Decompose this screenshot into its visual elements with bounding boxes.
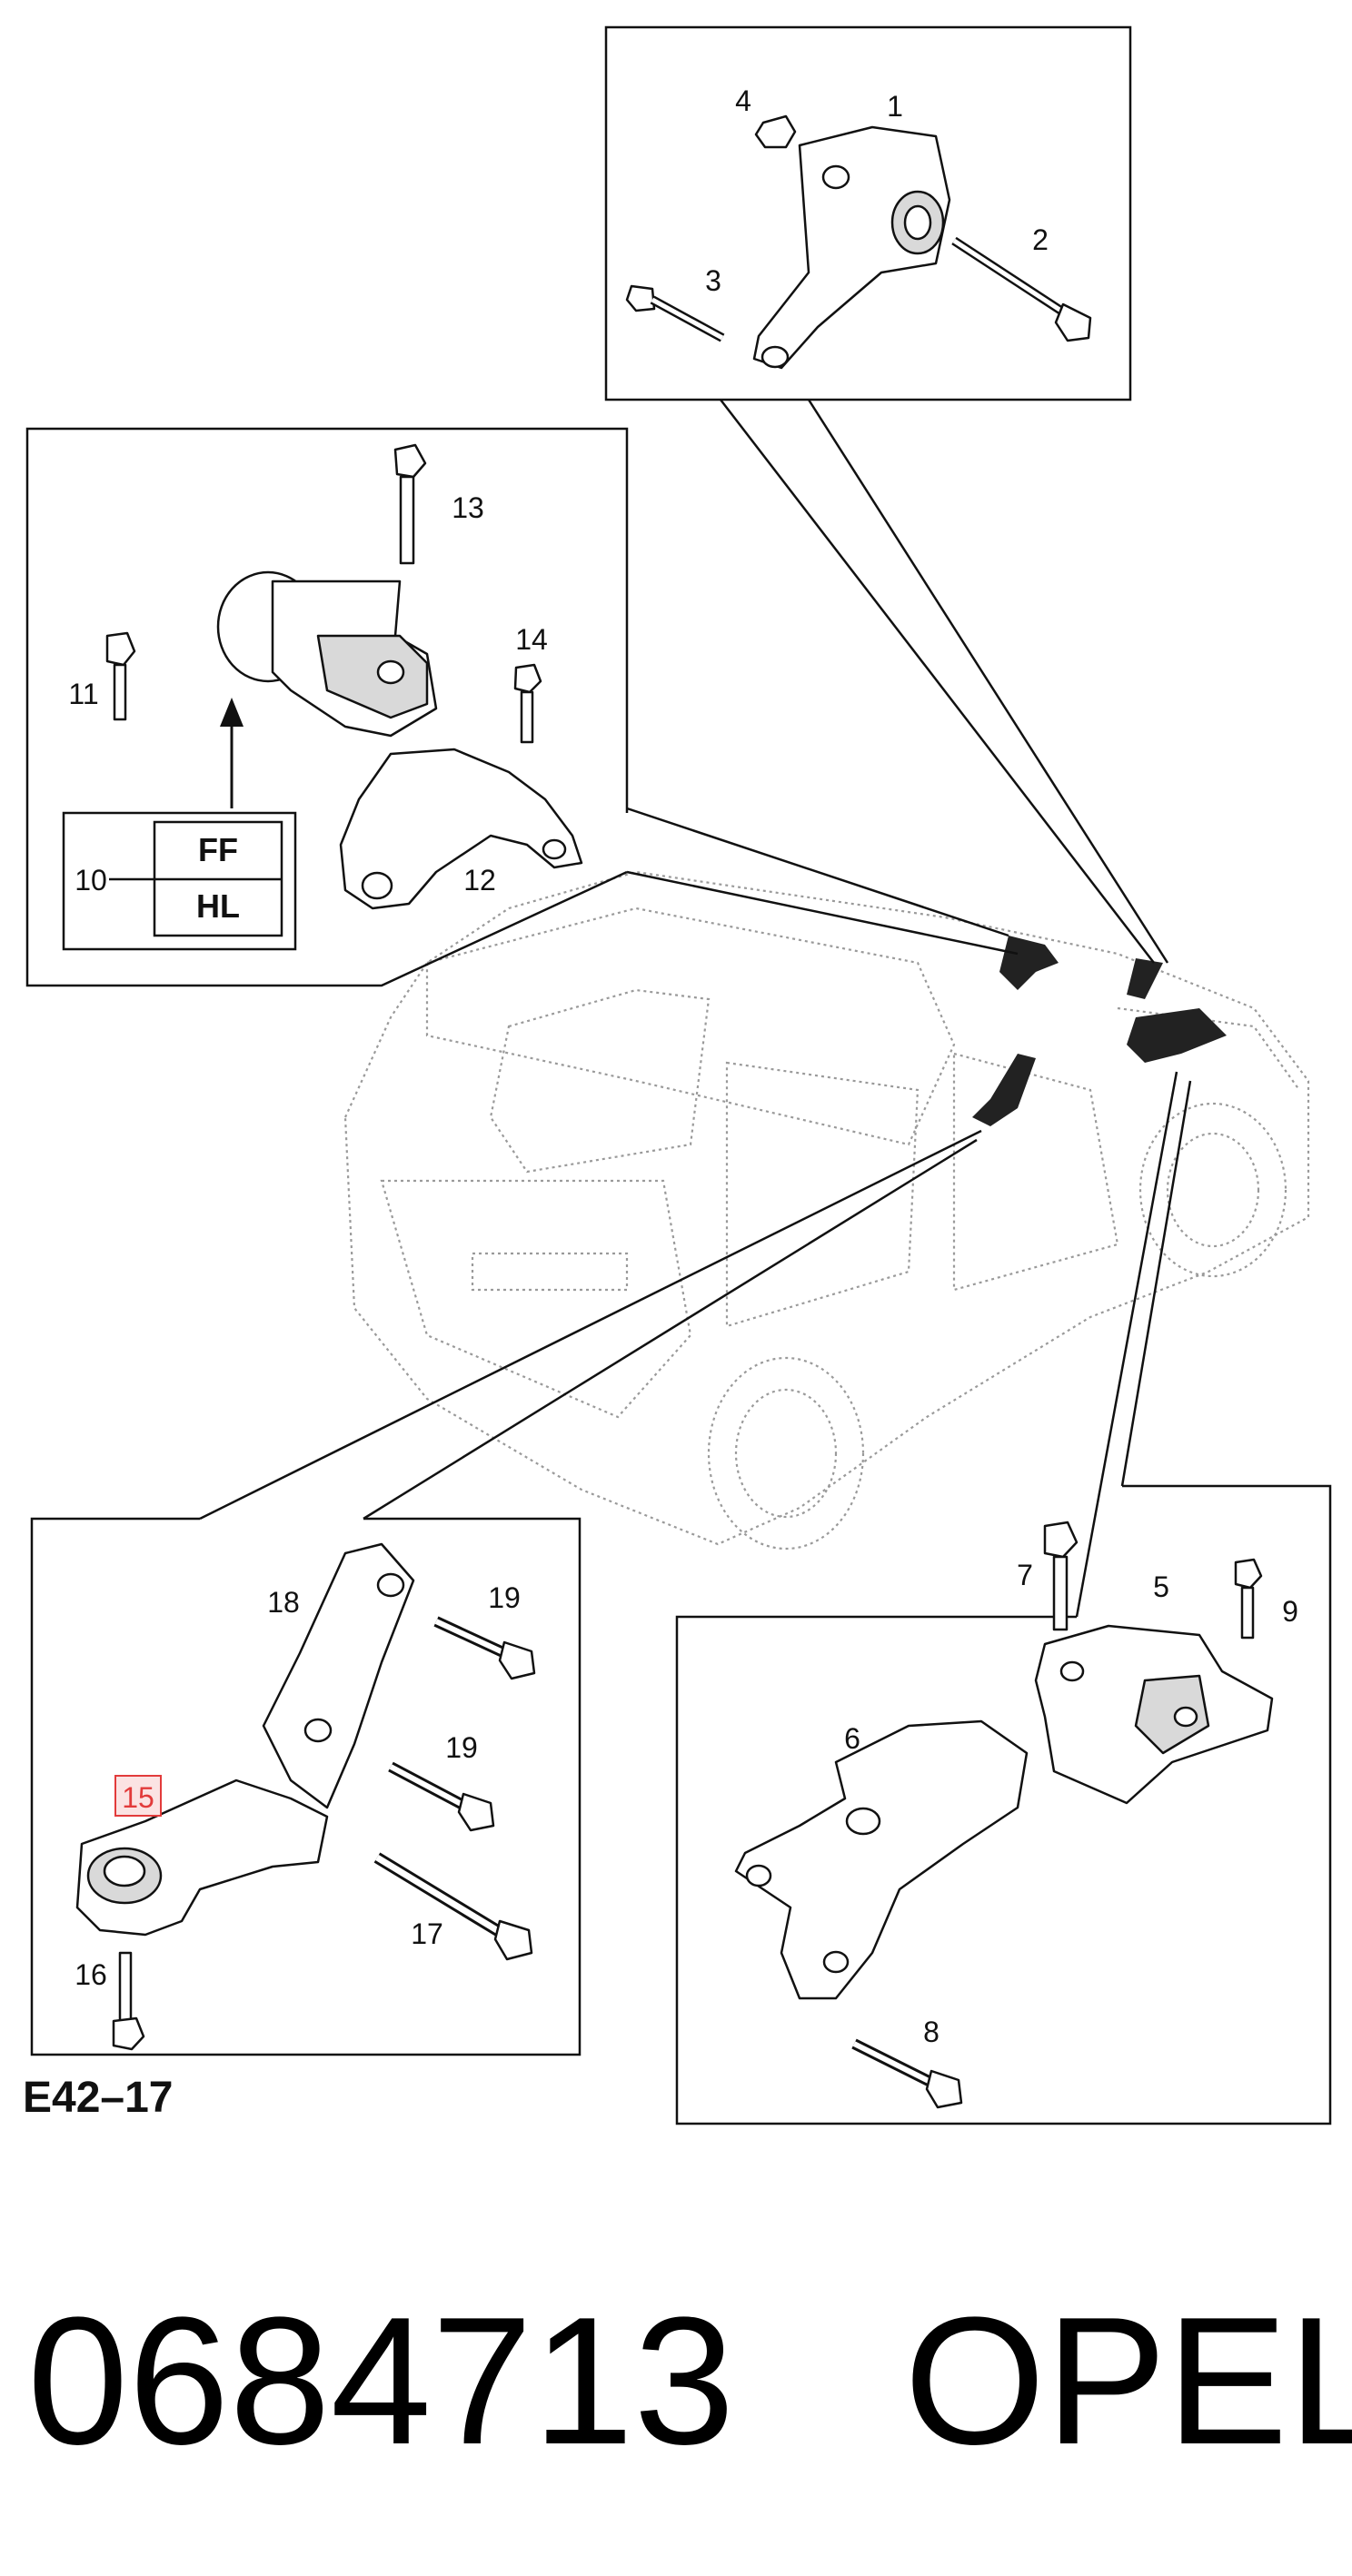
callout-14: 14 <box>515 623 548 656</box>
detail-box-upper-mount <box>604 25 1132 401</box>
callout-15: 15 <box>122 1781 154 1814</box>
callout-4: 4 <box>735 84 751 117</box>
callout-12: 12 <box>463 864 496 897</box>
callout-9: 9 <box>1282 1595 1298 1628</box>
torque-strut <box>752 125 951 370</box>
callout-2: 2 <box>1032 223 1049 256</box>
bolt <box>1054 302 1092 342</box>
callout-18: 18 <box>267 1586 300 1619</box>
diagram-code: E42–17 <box>23 2074 174 2122</box>
callout-5: 5 <box>1153 1570 1169 1603</box>
callout-labels: 1 2 3 4 5 6 7 8 9 10 11 12 13 14 15 16 1… <box>68 84 1298 2048</box>
nut <box>754 114 797 149</box>
detail-box-left-mount: FF HL <box>25 427 629 987</box>
variant-label-hl: HL <box>196 887 240 925</box>
callout-19-upper: 19 <box>488 1581 521 1614</box>
callout-17: 17 <box>411 1917 443 1950</box>
leader-lines <box>199 399 1192 1618</box>
callout-6: 6 <box>844 1722 860 1755</box>
callout-16: 16 <box>75 1958 107 1991</box>
detail-box-rear-mount <box>30 1517 582 2056</box>
highlight-box <box>114 1775 162 1817</box>
detail-box-right-mount <box>675 1484 1332 2125</box>
vehicle-outline <box>343 870 1310 1551</box>
callout-19-lower: 19 <box>445 1731 478 1764</box>
callout-7: 7 <box>1017 1559 1033 1591</box>
mount-location-marks <box>972 936 1227 1126</box>
brand-name: OPEL <box>904 2280 1352 2482</box>
part-number: 0684713 <box>27 2280 735 2482</box>
variant-label-ff: FF <box>198 831 238 868</box>
callout-10: 10 <box>75 864 107 897</box>
callout-8: 8 <box>923 2016 939 2048</box>
callout-11: 11 <box>68 678 98 710</box>
callout-1: 1 <box>887 90 903 123</box>
callout-13: 13 <box>452 491 484 524</box>
callout-3: 3 <box>705 264 721 297</box>
